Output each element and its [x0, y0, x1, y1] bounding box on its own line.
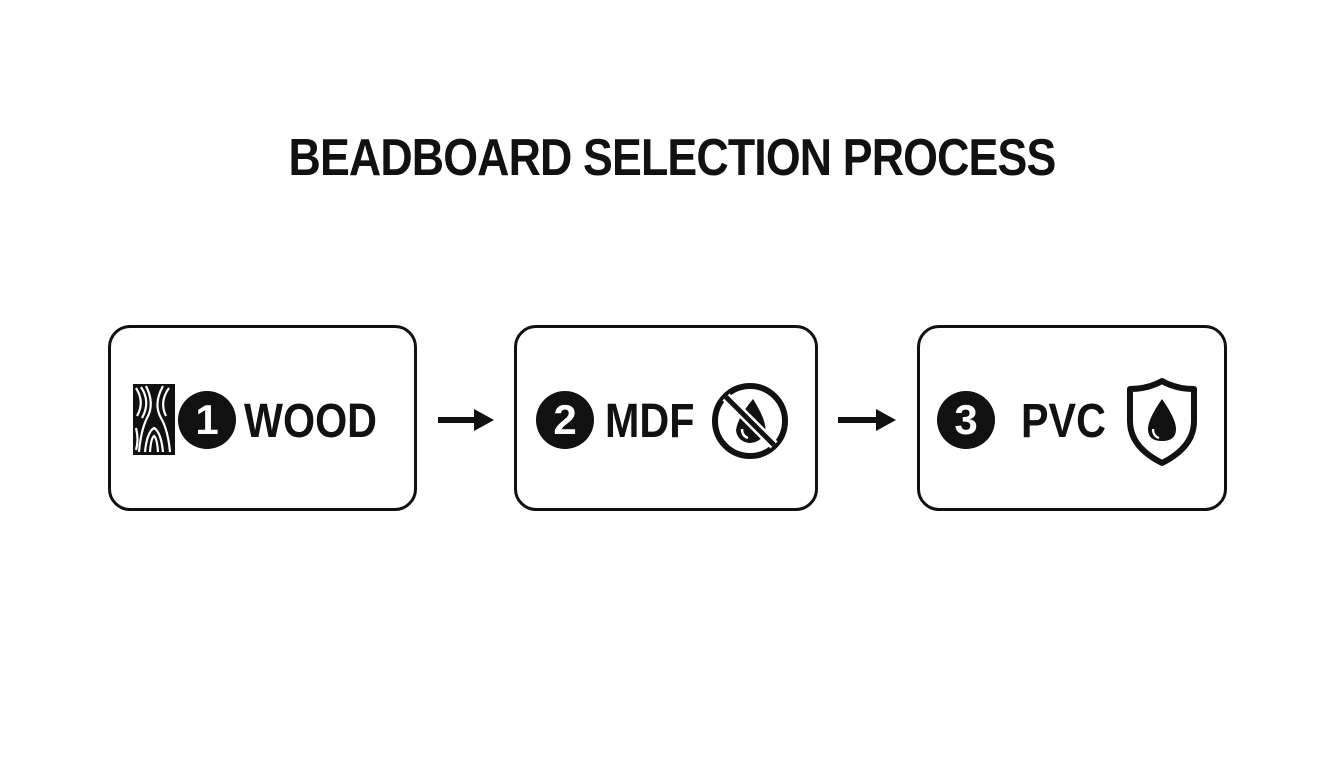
step-number-badge: 1: [178, 391, 236, 449]
arrow-right-icon: [838, 409, 896, 431]
step-number: 1: [195, 396, 219, 443]
step-number-badge: 2: [536, 391, 594, 449]
step-number: 3: [954, 396, 978, 443]
diagram-title: BEADBOARD SELECTION PROCESS: [288, 129, 1057, 187]
step-label: MDF: [605, 395, 695, 448]
step-mdf: 2 MDF: [514, 325, 818, 511]
arrow-right-icon: [438, 409, 494, 431]
step-number-badge: 3: [937, 391, 995, 449]
step-label: WOOD: [244, 395, 377, 448]
water-shield-icon: [1127, 378, 1197, 466]
no-water-icon: [712, 383, 788, 459]
step-number: 2: [553, 396, 577, 443]
step-label: PVC: [1021, 395, 1106, 448]
step-pvc: 3 PVC: [917, 325, 1227, 511]
wood-grain-icon: [133, 384, 175, 455]
step-wood: 1 WOOD: [108, 325, 417, 511]
